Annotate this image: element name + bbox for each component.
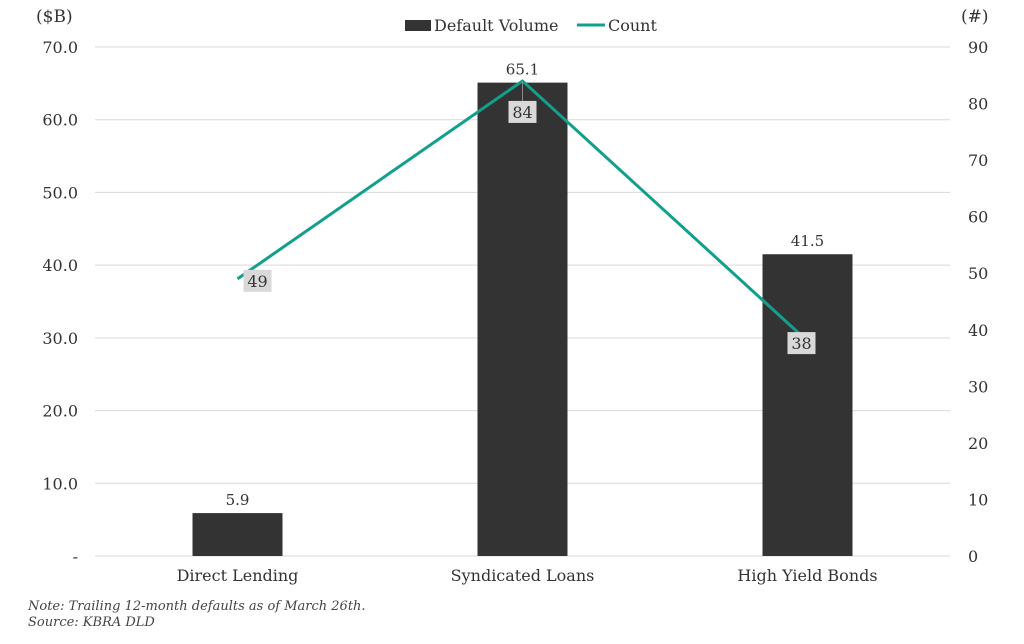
bar-1 [192,513,283,556]
legend-label-line: Count [608,16,657,35]
right-tick-label: 70 [968,151,988,170]
bar-value-label: 41.5 [791,232,824,250]
category-label: Direct Lending [177,566,299,585]
left-tick-label: 10.0 [42,474,78,493]
left-tick-label: 70.0 [42,38,78,57]
source-note: Source: KBRA DLD [28,615,155,630]
line-label-box [508,100,537,123]
bar-value-label: 65.1 [506,61,539,79]
right-tick-label: 0 [968,547,978,566]
category-label: Syndicated Loans [451,566,595,585]
right-tick-label: 40 [968,321,988,340]
right-tick-label: 80 [968,95,988,114]
left-tick-label: 60.0 [42,111,78,130]
left-tick-label: 20.0 [42,402,78,421]
legend: Default Volume Count [405,16,657,35]
right-axis-title: (#) [961,7,989,27]
bar-value-label: 5.9 [226,491,250,509]
category-label: High Yield Bonds [737,566,877,585]
right-tick-label: 60 [968,208,988,227]
left-tick-label: 50.0 [42,183,78,202]
bar-3 [762,254,853,556]
bar-series [192,82,853,556]
legend-label-bar: Default Volume [434,16,558,35]
line-label-box [787,332,816,355]
left-tick-label: - [73,547,78,566]
line-label-box [243,269,272,292]
footnote: Note: Trailing 12-month defaults as of M… [28,599,366,614]
line-value-label: 49 [247,272,267,291]
right-tick-label: 20 [968,434,988,453]
legend-swatch-bar [405,20,431,31]
axes: - 10.0 20.0 30.0 40.0 50.0 60.0 70.0 0 10 20 30 40 50… [36,7,989,585]
right-tick-label: 90 [968,38,988,57]
right-tick-label: 30 [968,377,988,396]
line-value-label: 84 [512,103,532,122]
left-axis-title: ($B) [36,7,73,27]
left-tick-label: 40.0 [42,256,78,275]
data-labels: 5.9 65.1 41.5 49 84 38 [226,61,825,509]
bar-2 [477,82,568,556]
right-tick-label: 50 [968,264,988,283]
line-value-label: 38 [791,334,811,353]
left-tick-label: 30.0 [42,329,78,348]
right-tick-label: 10 [968,490,988,509]
